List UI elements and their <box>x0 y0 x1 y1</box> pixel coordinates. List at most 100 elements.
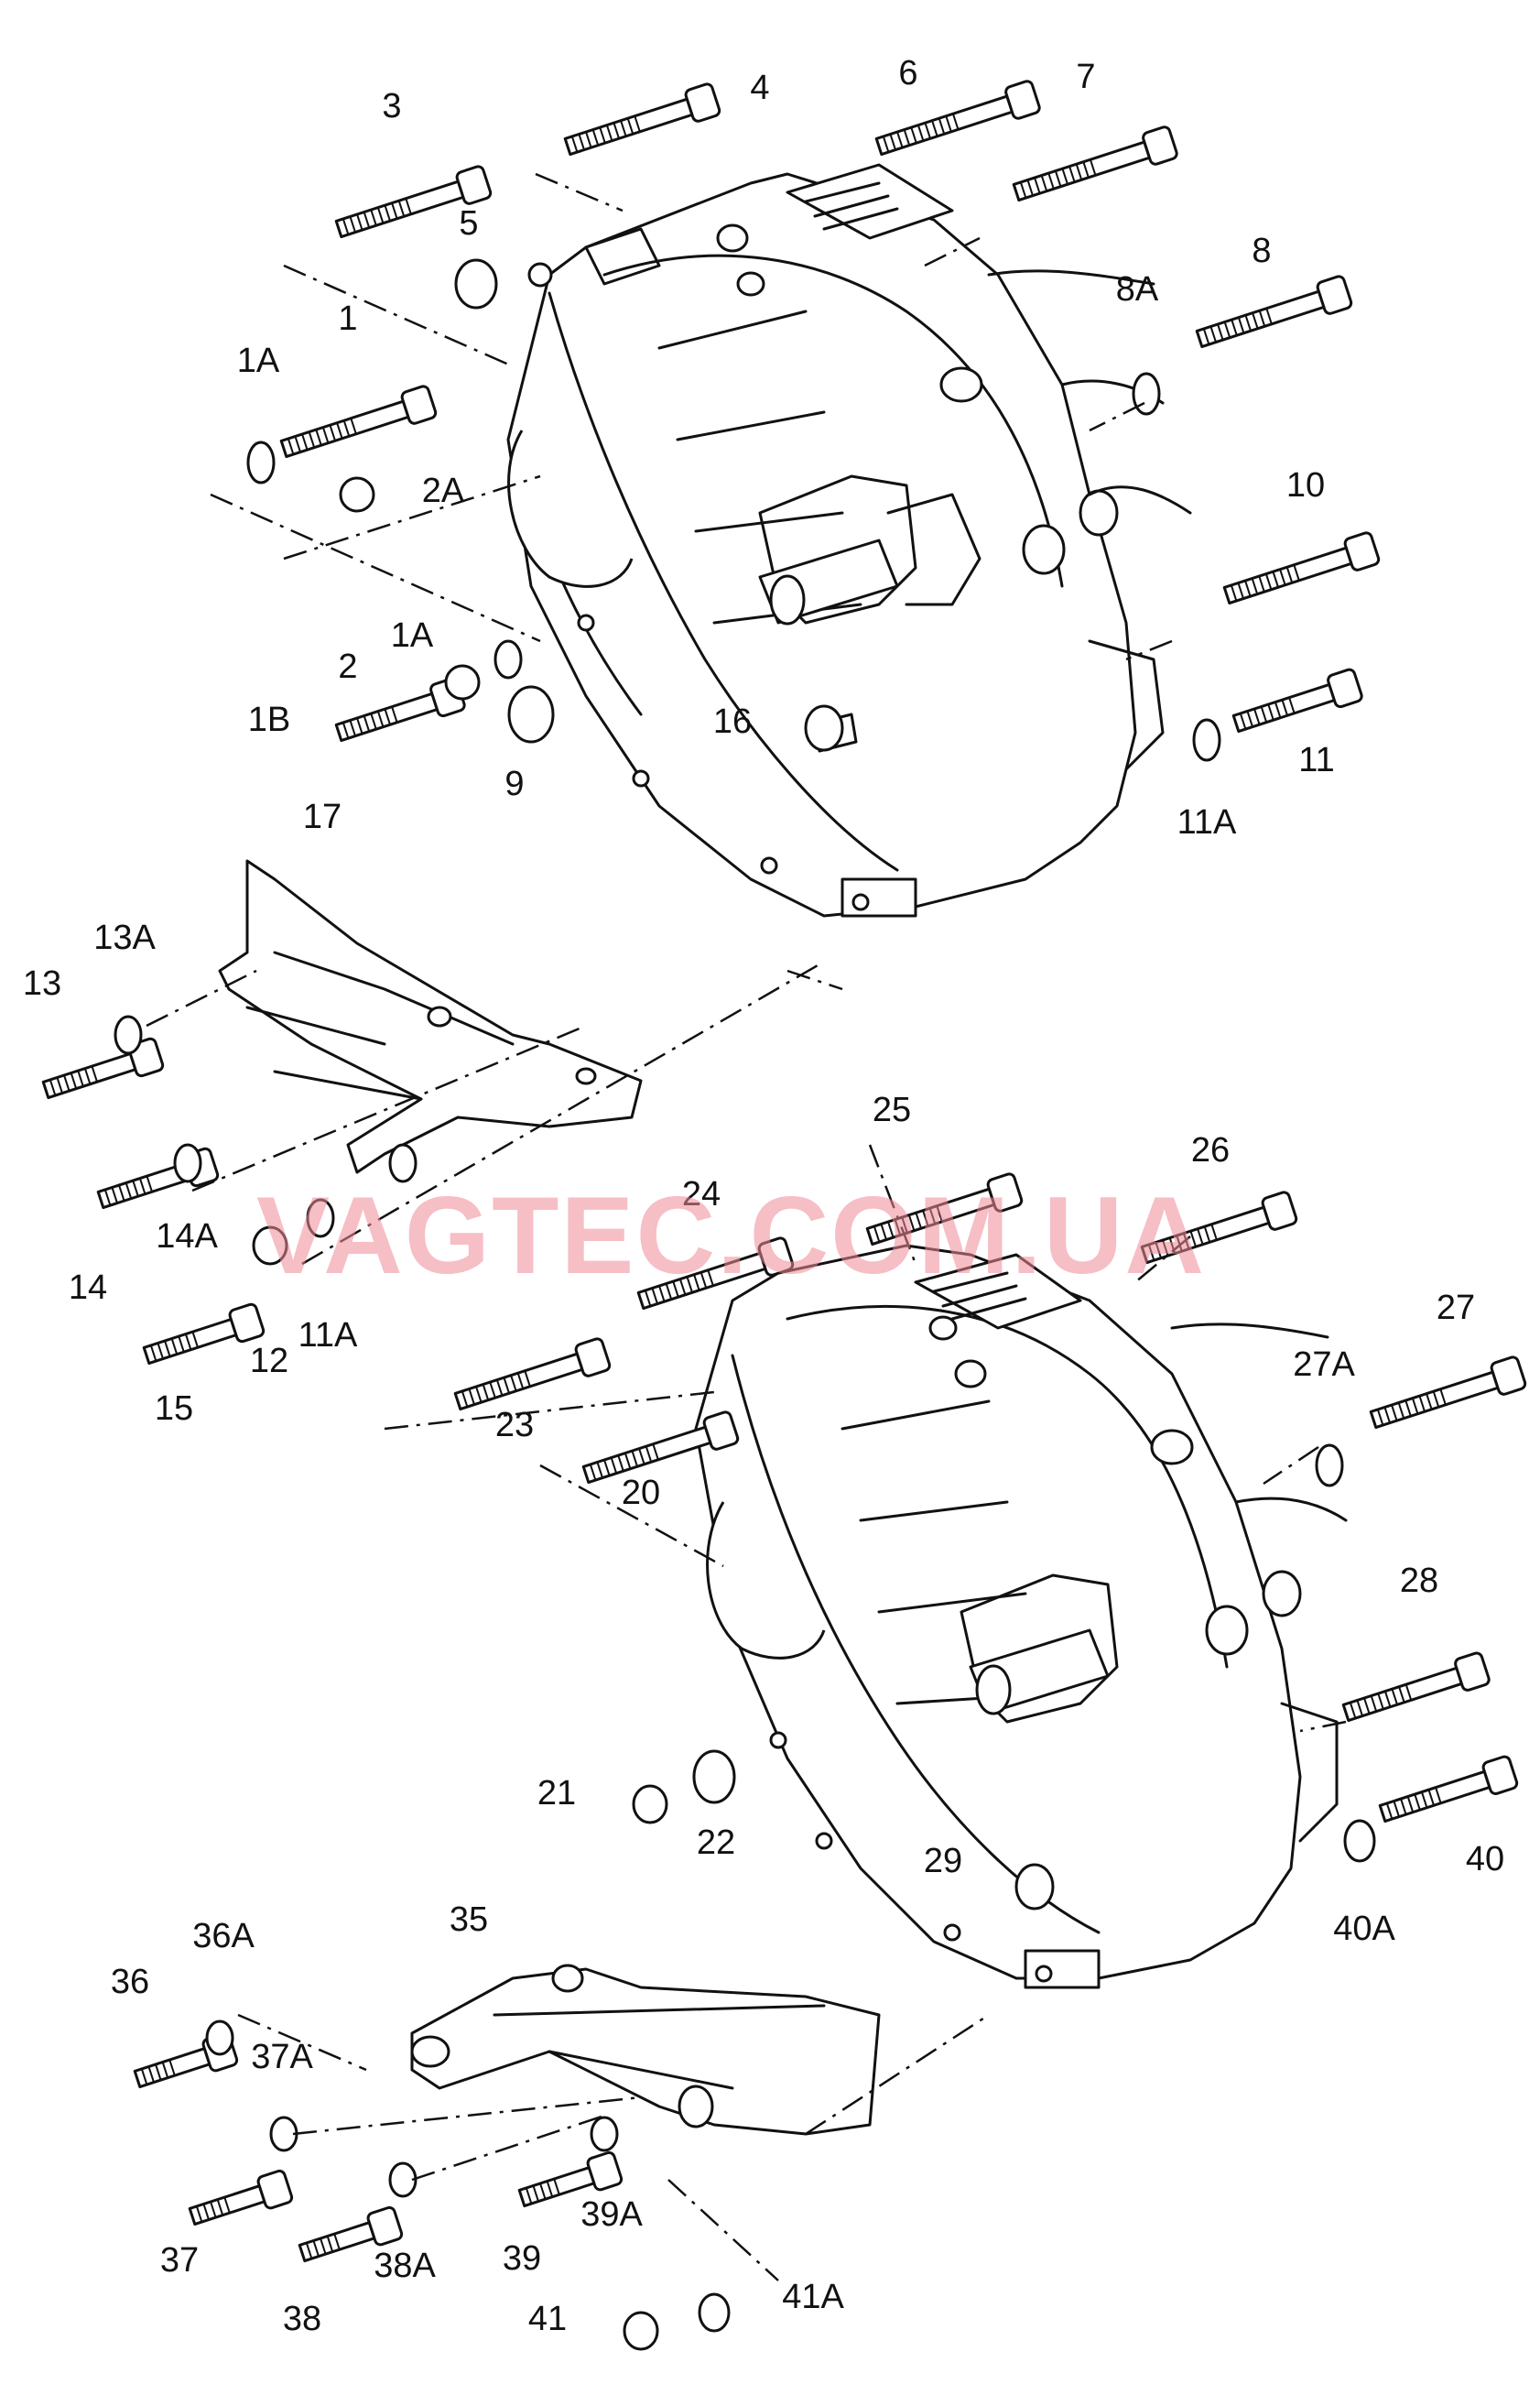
bolt-icon <box>1222 531 1381 605</box>
washer-icon <box>444 664 481 701</box>
washer-icon <box>493 639 523 680</box>
washer-icon <box>252 1225 288 1266</box>
washer-icon <box>692 1749 736 1804</box>
bolt-icon <box>334 165 493 239</box>
bolt-icon <box>41 1037 165 1100</box>
bolt-icon <box>1195 275 1353 349</box>
callout-2a: 2A <box>422 472 465 510</box>
callout-37a: 37A <box>251 2038 313 2076</box>
bolt-icon <box>1369 1355 1527 1430</box>
bolt-icon <box>865 1172 1024 1246</box>
washer-icon <box>507 685 555 744</box>
washer-icon <box>269 2116 298 2152</box>
washer-icon <box>205 2019 234 2056</box>
callout-41a: 41A <box>782 2278 844 2316</box>
assembly-guide-lines <box>146 172 1347 2281</box>
callout-16: 16 <box>713 702 752 741</box>
bolt-icon <box>279 385 438 459</box>
bolt-icon <box>874 80 1041 157</box>
washer-icon <box>1315 1443 1344 1487</box>
upper-bracket <box>218 859 643 1183</box>
washer-icon <box>339 476 375 513</box>
washer-icon <box>173 1143 202 1183</box>
callout-39a: 39A <box>580 2195 643 2234</box>
callout-8a: 8A <box>1116 270 1159 309</box>
callout-9: 9 <box>504 765 524 803</box>
callout-27a: 27A <box>1293 1345 1355 1384</box>
bolt-icon <box>298 2205 404 2263</box>
callout-41: 41 <box>528 2300 567 2338</box>
callout-27: 27 <box>1437 1289 1475 1327</box>
callout-29: 29 <box>924 1842 962 1880</box>
bolt-icon <box>1378 1755 1519 1823</box>
callout-21: 21 <box>537 1774 576 1812</box>
callout-38a: 38A <box>374 2247 436 2285</box>
upper-gearbox-housing <box>506 163 1192 918</box>
bolt-icon <box>1341 1651 1491 1723</box>
washer-icon <box>388 2161 418 2198</box>
callout-12: 12 <box>250 1342 288 1380</box>
washer-icon <box>246 441 276 484</box>
lower-bracket <box>410 1964 881 2136</box>
bolt-icon <box>1012 125 1178 202</box>
washer-icon <box>804 704 844 752</box>
lower-gearbox-housing <box>694 1244 1348 1989</box>
callout-2: 2 <box>338 648 357 686</box>
callout-37: 37 <box>160 2241 199 2280</box>
callout-24: 24 <box>682 1175 721 1214</box>
bolt-icon <box>188 2169 294 2226</box>
callout-1a: 1A <box>237 342 280 380</box>
washer-icon <box>114 1015 143 1055</box>
callout-7: 7 <box>1076 58 1095 96</box>
washer-icon <box>623 2311 659 2351</box>
washer-icon <box>1132 372 1161 416</box>
bolt-icon <box>453 1337 612 1411</box>
callout-28: 28 <box>1400 1562 1438 1600</box>
bolt-icon <box>142 1302 266 1366</box>
callout-4: 4 <box>750 69 769 107</box>
callout-11a: 11A <box>1177 803 1237 842</box>
bolt-icon <box>517 2150 624 2208</box>
callout-22: 22 <box>697 1823 735 1862</box>
washer-icon <box>1192 718 1221 762</box>
callout-14a: 14A <box>156 1217 218 1256</box>
bolt-icon <box>563 82 721 157</box>
callout-23: 23 <box>495 1406 534 1444</box>
washers-group <box>114 258 1376 2351</box>
callout-1a: 1A <box>391 616 434 655</box>
bolt-icon <box>581 1410 740 1485</box>
callout-1b: 1B <box>248 701 290 739</box>
washer-icon <box>1343 1819 1376 1863</box>
callout-36a: 36A <box>192 1917 255 1955</box>
callout-11: 11 <box>1298 741 1334 779</box>
callout-8: 8 <box>1252 232 1271 270</box>
callout-13: 13 <box>23 964 61 1003</box>
callout-5: 5 <box>459 204 478 243</box>
callout-38: 38 <box>283 2300 321 2338</box>
callout-36: 36 <box>111 1963 149 2001</box>
callout-26: 26 <box>1191 1131 1230 1170</box>
watermark-text: VAGTEC.COM.UA <box>256 1174 1206 1297</box>
bolt-icon <box>636 1236 795 1311</box>
callout-25: 25 <box>873 1091 911 1129</box>
callout-20: 20 <box>622 1474 660 1512</box>
washer-icon <box>306 1198 335 1238</box>
washer-icon <box>632 1784 668 1824</box>
callout-35: 35 <box>450 1900 488 1939</box>
callout-13a: 13A <box>93 919 156 957</box>
callout-40: 40 <box>1466 1840 1504 1878</box>
washer-icon <box>1014 1863 1055 1910</box>
bolt-icon <box>1231 668 1363 734</box>
callout-39: 39 <box>503 2239 541 2278</box>
washer-icon <box>454 258 498 310</box>
callout-1: 1 <box>338 299 357 338</box>
callout-11a: 11A <box>298 1316 358 1355</box>
bolt-icon <box>334 677 466 743</box>
callout-3: 3 <box>382 87 401 125</box>
callout-6: 6 <box>898 54 917 93</box>
callout-14: 14 <box>69 1268 107 1307</box>
callout-15: 15 <box>155 1389 193 1428</box>
washer-icon <box>590 2116 619 2152</box>
